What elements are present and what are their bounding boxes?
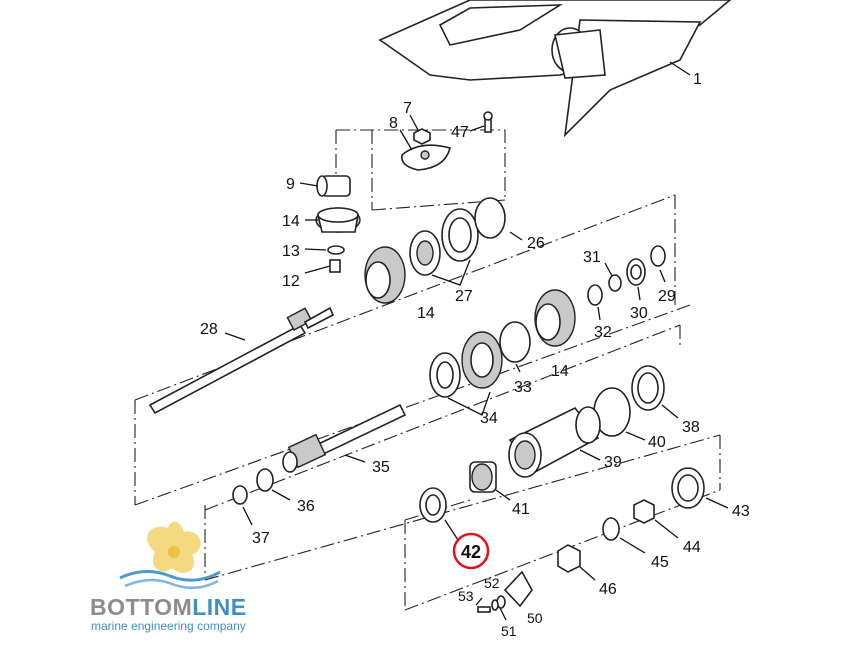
part-8-lock-plate — [401, 144, 451, 171]
part-42-seal — [419, 487, 447, 523]
part-labels: 1 7 8 47 9 14 26 13 12 27 31 29 30 28 14… — [200, 71, 750, 639]
label-part-34: 34 — [480, 410, 498, 427]
label-part-14-reverse: 14 — [551, 363, 569, 380]
label-part-39: 39 — [604, 454, 622, 471]
part-53-screw — [477, 606, 491, 613]
part-52-washer — [491, 599, 499, 611]
part-7-nut — [413, 128, 431, 145]
label-part-14-upper: 14 — [282, 213, 300, 230]
label-part-51: 51 — [501, 623, 517, 639]
label-part-30: 30 — [630, 305, 648, 322]
label-part-43: 43 — [732, 503, 750, 520]
part-37-washer — [232, 485, 248, 505]
leader-lines — [224, 61, 729, 621]
bottomline-logo: BOTTOMLINE marine engineering company — [90, 521, 247, 633]
gear-housing-part-1 — [378, 0, 732, 138]
part-29-seal — [650, 245, 666, 267]
label-part-36: 36 — [297, 498, 315, 515]
label-part-32: 32 — [594, 324, 612, 341]
label-part-29: 29 — [658, 288, 676, 305]
label-part-52: 52 — [484, 575, 500, 591]
label-part-26: 26 — [527, 235, 545, 252]
wave-icon — [119, 570, 221, 590]
label-part-40: 40 — [648, 434, 666, 451]
part-9-bushing — [316, 175, 351, 197]
part-14-pinion-gear-upper — [315, 207, 361, 233]
label-part-14-forward: 14 — [417, 305, 435, 322]
label-part-13: 13 — [282, 243, 300, 260]
label-part-28: 28 — [200, 321, 218, 338]
part-30-bearing — [626, 258, 646, 286]
label-part-27: 27 — [455, 288, 473, 305]
highlight-circle — [452, 532, 490, 570]
label-part-7: 7 — [403, 100, 412, 117]
label-part-31: 31 — [583, 249, 601, 266]
part-14-forward-gear — [364, 246, 406, 304]
label-part-35: 35 — [372, 459, 390, 476]
label-part-44: 44 — [683, 539, 701, 556]
part-33-shim — [499, 321, 531, 363]
part-47-screw — [483, 111, 493, 133]
logo-word: BOTTOMLINE — [90, 594, 247, 620]
logo-tagline: marine engineering company — [91, 619, 246, 633]
propeller-icon — [147, 521, 201, 573]
part-35-drive-shaft — [282, 403, 407, 473]
label-part-42: 42 — [461, 542, 481, 562]
label-part-8: 8 — [389, 115, 398, 132]
part-26-shim — [474, 197, 506, 239]
part-34-bearing-pair — [429, 331, 503, 398]
label-part-33: 33 — [514, 379, 532, 396]
part-36-bearing — [256, 468, 274, 492]
label-part-46: 46 — [599, 581, 617, 598]
part-31-pin — [608, 274, 622, 292]
highlight-part-42: 42 — [452, 532, 490, 570]
part-13-washer — [327, 245, 345, 255]
part-41-bearing — [469, 461, 497, 493]
logo-word-primary: BOTTOM — [90, 594, 192, 620]
label-part-12: 12 — [282, 273, 300, 290]
label-part-38: 38 — [682, 419, 700, 436]
label-part-50: 50 — [527, 610, 543, 626]
part-28-propeller-shaft — [148, 306, 335, 415]
label-part-47: 47 — [451, 124, 469, 141]
part-39-bearing-carrier — [508, 406, 601, 478]
part-32-washer — [587, 284, 603, 306]
part-12-nut — [329, 259, 341, 273]
label-part-53: 53 — [458, 588, 474, 604]
part-50-anode — [503, 570, 533, 608]
part-44-nut — [633, 499, 655, 524]
part-43-cone — [671, 467, 705, 509]
logo-word-secondary: LINE — [192, 594, 246, 620]
part-14-reverse-gear — [534, 289, 576, 347]
part-46-nut — [557, 544, 581, 573]
label-part-45: 45 — [651, 554, 669, 571]
part-27-bearing-pair — [409, 208, 479, 276]
label-part-41: 41 — [512, 501, 530, 518]
label-part-9: 9 — [286, 176, 295, 193]
part-45-washer — [602, 517, 620, 541]
label-part-1: 1 — [693, 71, 702, 88]
part-38-retainer — [631, 365, 665, 411]
label-part-37: 37 — [252, 530, 270, 547]
